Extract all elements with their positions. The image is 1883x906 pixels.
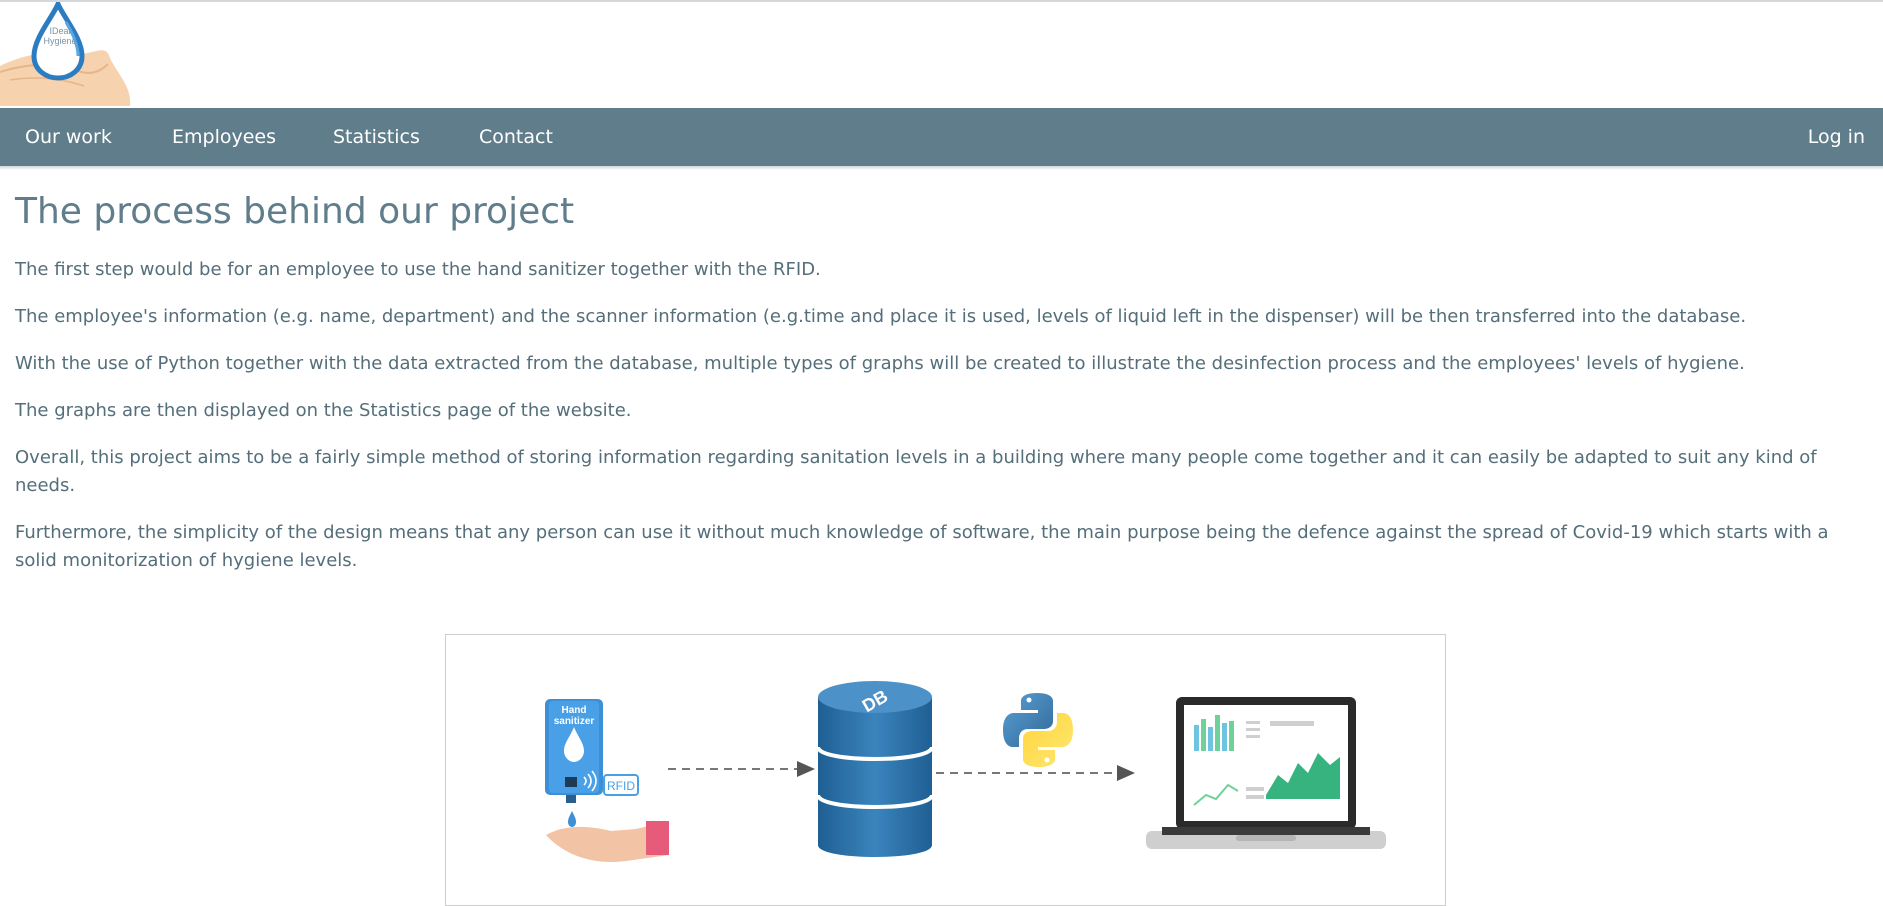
page-title: The process behind our project [15,191,575,232]
main-content: The process behind our project The first… [15,178,1870,594]
navbar: Our work Employees Statistics Contact Lo… [0,108,1883,166]
database-icon: DB [816,681,934,857]
hand-drop-icon [0,0,131,106]
sanitizer-label-line1: Hand [562,705,587,716]
logo-text: IDeal Hygiene [40,26,80,46]
header: IDeal Hygiene [0,0,1883,110]
paragraph-5: Overall, this project aims to be a fairl… [15,447,1817,496]
paragraph-1: The first step would be for an employee … [15,259,821,280]
sanitizer-label-line2: sanitizer [554,716,595,727]
logo[interactable]: IDeal Hygiene [0,0,135,110]
paragraph-4: The graphs are then displayed on the Sta… [15,400,632,421]
paragraph-6: Furthermore, the simplicity of the desig… [15,522,1829,571]
logo-text-line1: IDeal [49,26,71,36]
login-link[interactable]: Log in [1807,126,1865,148]
laptop-icon [1146,697,1386,849]
top-rule [0,0,1883,2]
logo-text-line2: Hygiene [43,36,77,46]
navbar-shadow [0,166,1883,170]
process-diagram-svg: Hand sanitizer RFID DB [545,681,1386,862]
nav-item-employees[interactable]: Employees [172,126,276,148]
python-logo-icon [1003,693,1073,767]
paragraph-2: The employee's information (e.g. name, d… [15,306,1747,327]
nav-item-statistics[interactable]: Statistics [333,126,420,148]
paragraph-3: With the use of Python together with the… [15,353,1745,374]
nav-item-contact[interactable]: Contact [479,126,553,148]
hand-sanitizer-icon: Hand sanitizer RFID [545,699,669,862]
rfid-label: RFID [607,779,635,793]
nav-item-our-work[interactable]: Our work [25,126,112,148]
process-diagram: Hand sanitizer RFID DB [445,634,1446,906]
